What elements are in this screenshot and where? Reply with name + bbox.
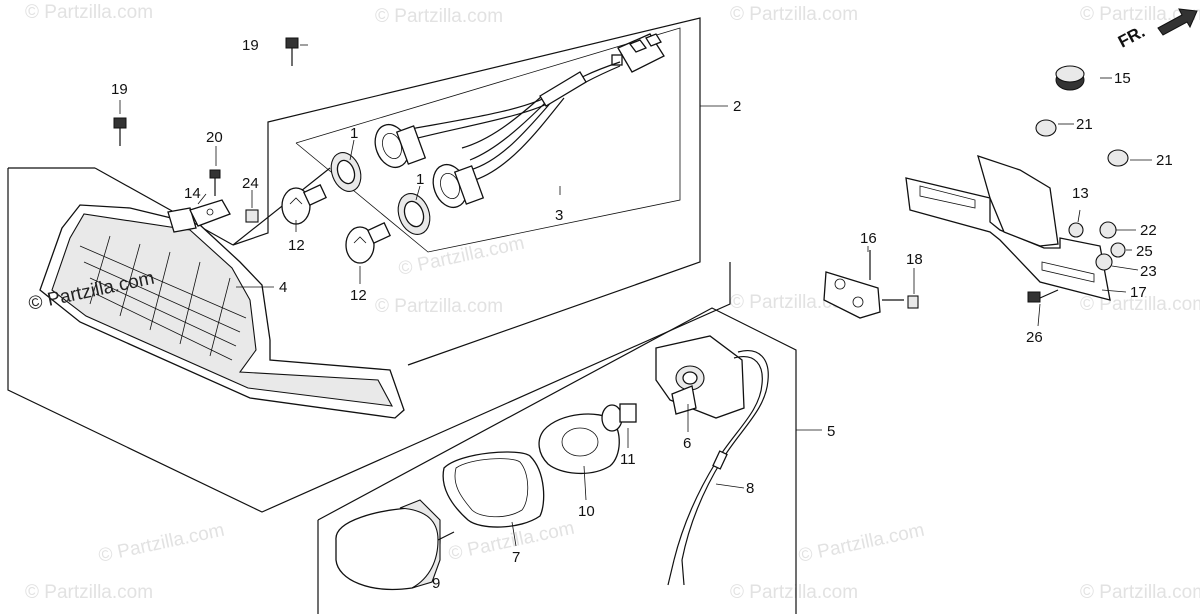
nut-24 [245,209,259,223]
callout-24: 24 [242,175,259,192]
socket-gasket-upper [330,152,362,192]
nut-21-lower [1107,149,1129,167]
bulb-socket-lower [432,163,485,209]
harness-connector [611,33,665,73]
watermark: © Partzilla.com [730,4,858,25]
watermark: © Partzilla.com [797,520,927,567]
reflector-stay [823,250,904,319]
license-bulb [601,403,637,432]
bolt-26 [1027,289,1059,303]
callout-19: 19 [242,37,259,54]
bulb-socket-upper [374,123,427,169]
watermark: © Partzilla.com [1080,4,1200,25]
callout-4: 4 [279,279,287,296]
callout-9: 9 [432,575,440,592]
license-bracket [905,154,1111,301]
nut-18 [907,295,919,309]
callout-26: 26 [1026,329,1043,346]
callout-15: 15 [1114,70,1131,87]
callout-5: 5 [827,423,835,440]
license-gasket [442,451,545,528]
callout-21: 21 [1076,116,1093,133]
callout-12: 12 [288,237,305,254]
license-light-housing [655,335,745,419]
callout-11: 11 [620,451,636,468]
callout-20: 20 [206,129,223,146]
license-lens [335,499,455,590]
bulb-upper [281,183,327,225]
leader-lines [119,44,1152,547]
callout-7: 7 [512,549,520,566]
license-cover-plate [538,413,620,475]
socket-harness-box [232,17,728,366]
watermark: © Partzilla.com [730,582,858,603]
callout-21: 21 [1156,152,1173,169]
callout-13: 13 [1072,185,1089,202]
callout-labels: 1 1 2 3 4 5 6 7 8 9 10 11 12 12 13 14 15… [111,37,1173,592]
callout-6: 6 [683,435,691,452]
callout-3: 3 [555,207,563,224]
callout-22: 22 [1140,222,1157,239]
watermark: © Partzilla.com [1080,582,1200,603]
nut-13 [1068,222,1084,238]
watermark: © Partzilla.com [397,233,527,280]
license-light-box [317,307,822,614]
callout-19: 19 [111,81,128,98]
bolt-19-left [113,117,127,146]
callout-12: 12 [350,287,367,304]
callout-18: 18 [906,251,923,268]
watermark: © Partzilla.com [97,520,227,567]
tail-lens-housing [39,204,405,419]
bulb-lower [345,221,391,264]
callout-10: 10 [578,503,595,520]
callout-14: 14 [184,185,201,202]
nut-21-upper [1035,119,1057,137]
tail-lens-box [7,167,731,513]
watermark: © Partzilla.com [25,2,153,23]
socket-gasket-lower [397,193,431,235]
front-direction-label: FR. [1115,22,1148,52]
callout-2: 2 [733,98,741,115]
mounting-clip [189,199,231,227]
nut-23 [1095,253,1113,271]
nut-22 [1099,221,1117,239]
grommet-15 [1055,65,1085,91]
callout-8: 8 [746,480,754,497]
screw-20 [209,169,221,196]
watermark: © Partzilla.com [25,582,153,603]
callout-23: 23 [1140,263,1157,280]
bolt-19-top [285,37,299,66]
callout-16: 16 [860,230,877,247]
callout-25: 25 [1136,243,1153,260]
socket-wires [404,61,621,181]
watermark: © Partzilla.com [375,296,503,317]
watermark: © Partzilla.com [375,6,503,27]
license-cord [667,350,769,586]
nut-25 [1110,242,1126,258]
callout-17: 17 [1130,284,1147,301]
front-arrow-icon [1157,8,1198,36]
callout-1: 1 [350,125,358,142]
callout-1: 1 [416,171,424,188]
